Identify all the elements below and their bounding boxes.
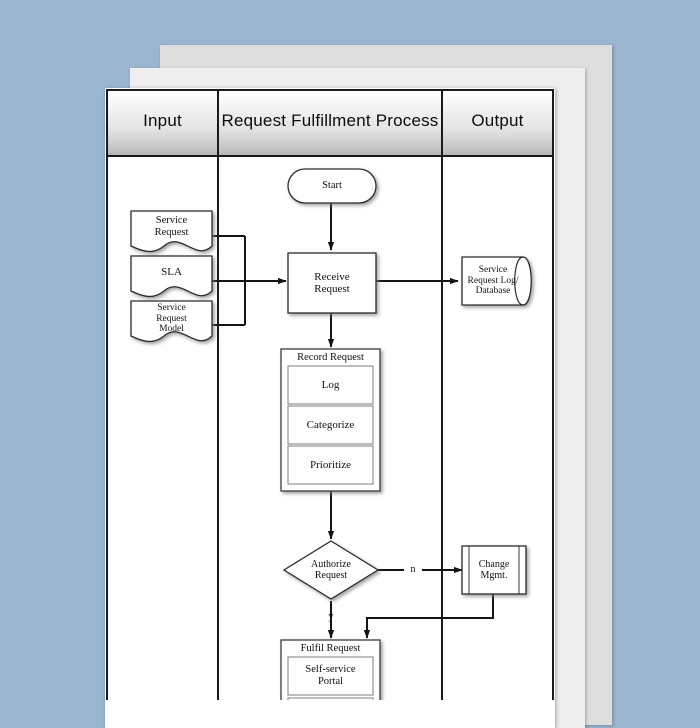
node-fulfil-request-extra bbox=[287, 697, 374, 700]
node-self-service-portal[interactable] bbox=[287, 656, 374, 696]
node-receive-request[interactable] bbox=[287, 252, 377, 314]
node-start[interactable] bbox=[287, 168, 377, 204]
edge-change-mgmt-to-fulfil bbox=[363, 594, 494, 639]
node-log[interactable] bbox=[287, 365, 374, 405]
node-record-request[interactable] bbox=[280, 348, 381, 492]
swimlane-left-border bbox=[106, 89, 108, 700]
lane-header-process: Request Fulfillment Process bbox=[221, 111, 439, 130]
lane-divider-input-process bbox=[217, 89, 219, 700]
swimlane-table: Input Request Fulfillment Process Output bbox=[106, 89, 554, 700]
swimlane-right-border bbox=[552, 89, 554, 700]
node-service-request-log-database[interactable] bbox=[461, 256, 532, 306]
node-fulfil-request[interactable] bbox=[280, 639, 381, 700]
flowchart-svg bbox=[130, 168, 532, 700]
screenshot-stage: Input Request Fulfillment Process Output bbox=[105, 45, 612, 728]
node-service-request-model[interactable] bbox=[130, 300, 213, 343]
flowchart-canvas: Service Request SLA Service Request Mode… bbox=[130, 168, 532, 700]
node-prioritize[interactable] bbox=[287, 445, 374, 485]
node-categorize[interactable] bbox=[287, 405, 374, 445]
lane-header-input: Input bbox=[143, 111, 182, 130]
node-sla[interactable] bbox=[130, 255, 213, 298]
lane-header-output: Output bbox=[471, 111, 524, 130]
lane-divider-process-output bbox=[441, 89, 443, 700]
node-authorize-request[interactable] bbox=[282, 540, 380, 600]
node-change-mgmt[interactable] bbox=[461, 545, 527, 595]
node-service-request[interactable] bbox=[130, 210, 213, 253]
